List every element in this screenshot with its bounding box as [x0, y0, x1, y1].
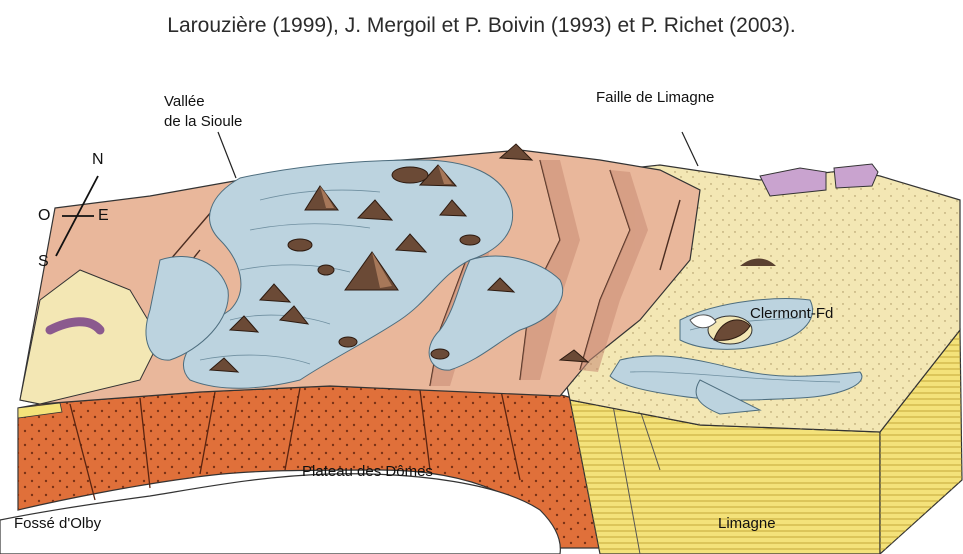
label-faille-de-limagne: Faille de Limagne [596, 88, 714, 107]
label-vallee-line1: Vallée [164, 92, 205, 111]
compass-south: S [38, 252, 49, 271]
compass-east: E [98, 206, 109, 225]
label-plateau-des-domes: Plateau des Dômes [302, 462, 433, 481]
label-limagne: Limagne [718, 514, 776, 533]
label-clermont: Clermont-Fd [750, 304, 833, 323]
compass-west: O [38, 206, 50, 225]
compass-north: N [92, 150, 104, 169]
label-vallee-line2: de la Sioule [164, 112, 242, 131]
label-fosse-olby: Fossé d'Olby [14, 514, 101, 533]
